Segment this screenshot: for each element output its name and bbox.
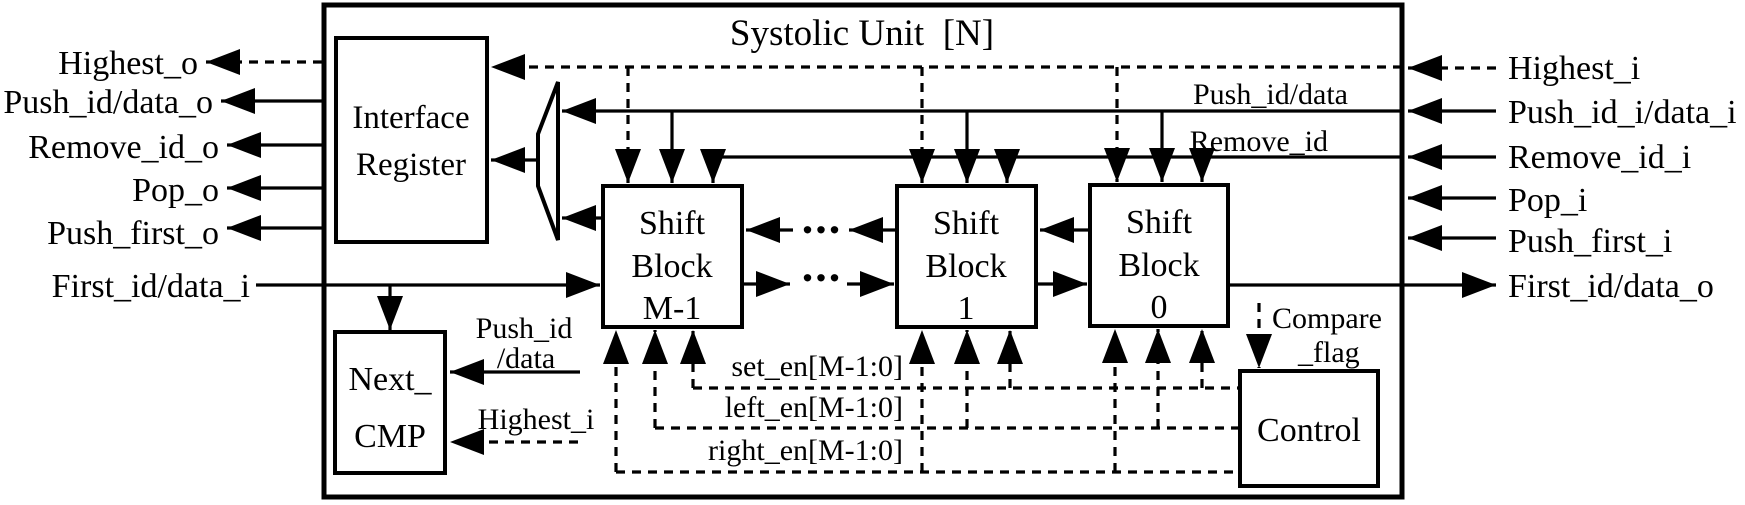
shift-block-1-label-1: Shift	[933, 205, 1000, 242]
shift-block-1	[895, 184, 1038, 329]
shift-block-m1	[601, 184, 744, 329]
wire-remove-bus	[700, 149, 1402, 183]
port-label-highest-i: Highest_i	[1508, 50, 1640, 87]
port-label-remove-id-i: Remove_id_i	[1508, 139, 1691, 176]
label-right-en: right_en[M-1:0]	[708, 434, 903, 467]
label-compare-flag-2: _flag	[1297, 336, 1360, 369]
label-set-en: set_en[M-1:0]	[731, 350, 903, 383]
port-label-remove-id-o: Remove_id_o	[28, 129, 219, 166]
shift-block-0-label-3: 0	[1151, 289, 1168, 326]
next-cmp-highest-label: Highest_i	[478, 403, 595, 436]
label-compare-flag-1: Compare	[1272, 302, 1382, 335]
next-cmp-label-2: CMP	[354, 418, 426, 455]
control: Control Compare _flag	[1238, 302, 1382, 488]
interface-register-label-2: Register	[356, 147, 466, 183]
next-cmp-block	[333, 330, 447, 475]
shift-block-0-label-1: Shift	[1126, 204, 1193, 241]
ellipsis-lower: ...	[802, 240, 843, 291]
shift-block-1-label-2: Block	[925, 248, 1006, 285]
port-label-pop-i: Pop_i	[1508, 182, 1587, 219]
systolic-unit-border	[321, 2, 1405, 500]
next-cmp-push-label-1: Push_id	[476, 312, 573, 345]
control-block	[1238, 369, 1380, 488]
inter-block-wires: ... ...	[744, 192, 1088, 297]
shift-block-m1-label-1: Shift	[639, 205, 706, 242]
port-label-first-id-data-o: First_id/data_o	[1508, 268, 1714, 305]
port-label-push-first-o: Push_first_o	[47, 215, 219, 252]
next-cmp-push-label-2: /data	[497, 342, 555, 375]
next-cmp-label-1: Next_	[348, 361, 432, 398]
shift-block-0	[1088, 183, 1230, 328]
interface-register-block	[334, 36, 489, 244]
enable-lines: set_en[M-1:0] left_en[M-1:0] right_en[M-…	[603, 329, 1238, 474]
external-ports-right: Highest_i Push_id_i/data_i Remove_id_i P…	[1408, 50, 1737, 305]
shift-block-m1-label-3: M-1	[643, 290, 702, 327]
external-ports-left: Highest_o Push_id/data_o Remove_id_o Pop…	[3, 45, 322, 305]
remove-id-bus: Remove_id	[700, 125, 1402, 183]
mux-shape	[536, 81, 560, 241]
first-id-data-path	[256, 272, 1496, 330]
port-label-pop-o: Pop_o	[132, 172, 219, 209]
bus-label-remove-id: Remove_id	[1190, 125, 1328, 158]
highest-bus	[491, 54, 1402, 183]
port-label-first-id-data-i: First_id/data_i	[52, 268, 250, 305]
shift-block-1-label-3: 1	[958, 290, 975, 327]
next-cmp: Next_ CMP Push_id /data Highest_i	[333, 312, 595, 475]
shift-block-m1-label-2: Block	[631, 248, 712, 285]
port-label-push-first-i: Push_first_i	[1508, 223, 1672, 260]
port-label-push-id-i-data-i: Push_id_i/data_i	[1508, 94, 1737, 131]
page-title: Systolic Unit [N]	[730, 13, 994, 54]
interface-register-label-1: Interface	[352, 100, 469, 136]
control-label: Control	[1257, 412, 1361, 449]
port-label-highest-o: Highest_o	[58, 45, 198, 82]
bus-label-push-id-data: Push_id/data	[1193, 78, 1348, 111]
mux	[491, 81, 601, 241]
push-id-data-bus: Push_id/data	[562, 78, 1402, 183]
port-label-push-id-data-o: Push_id/data_o	[3, 84, 213, 121]
ellipsis-upper: ...	[802, 192, 843, 243]
shift-block-0-label-2: Block	[1118, 247, 1199, 284]
label-left-en: left_en[M-1:0]	[725, 391, 903, 424]
